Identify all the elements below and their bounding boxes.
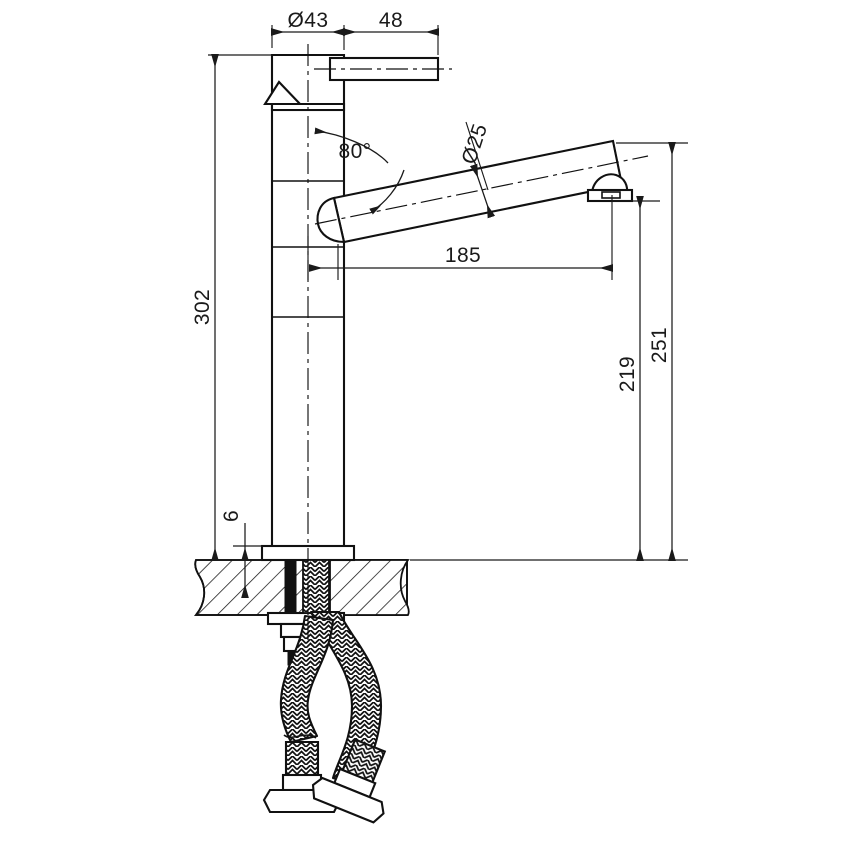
dimension-48: 48 xyxy=(342,9,440,55)
dimension-302: 302 xyxy=(191,53,272,562)
dimension-label-302: 302 xyxy=(191,289,214,325)
hose-nut-right xyxy=(311,738,387,824)
dimension-label-dia43: Ø43 xyxy=(288,9,329,32)
dimension-label-6: 6 xyxy=(220,510,243,522)
dimension-label-dia25: Ø25 xyxy=(458,121,493,167)
lever-handle xyxy=(314,56,452,82)
dimension-label-48: 48 xyxy=(379,9,403,32)
dimension-label-80deg: 80° xyxy=(339,140,372,163)
dimension-label-251: 251 xyxy=(648,327,671,363)
counter-deck-right xyxy=(329,559,410,616)
hose-hot xyxy=(279,614,335,744)
dimension-251: 251 xyxy=(616,141,688,562)
dimension-6: 6 xyxy=(220,510,262,599)
dimension-185: 185 xyxy=(307,195,614,280)
dimension-label-185: 185 xyxy=(445,244,481,267)
dimension-angle-80: 80° xyxy=(314,127,405,215)
dimension-dia43: Ø43 xyxy=(270,9,346,50)
dimension-label-219: 219 xyxy=(616,356,639,392)
aerator xyxy=(586,173,634,203)
dimension-219: 219 xyxy=(410,195,660,562)
